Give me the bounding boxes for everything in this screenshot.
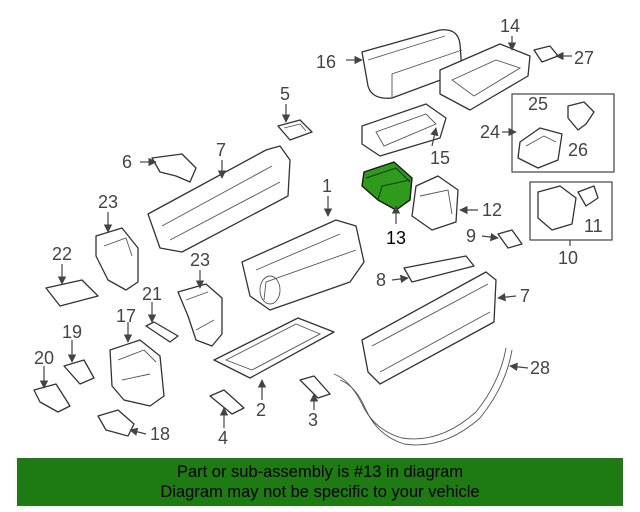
part-14-bezel[interactable] [439, 43, 531, 111]
part-28-harness[interactable] [333, 347, 513, 446]
part-9[interactable] [497, 229, 523, 249]
callout-1: 1 [322, 176, 332, 196]
callout-8: 8 [376, 270, 386, 290]
banner-line-part-info: Part or sub-assembly is #13 in diagram [176, 463, 464, 481]
callout-16: 16 [316, 52, 336, 72]
info-banner: Part or sub-assembly is #13 in diagram D… [17, 458, 623, 506]
part-13-highlighted[interactable] [361, 161, 413, 211]
part-25[interactable] [517, 127, 563, 169]
leader-lines [39, 36, 572, 436]
callout-9: 9 [466, 226, 476, 246]
part-7-right-panel[interactable] [361, 271, 497, 385]
part-23-right[interactable] [177, 283, 223, 347]
part-7-left-panel[interactable] [147, 145, 291, 253]
group-box-10 [529, 181, 613, 241]
part-4[interactable] [209, 389, 245, 415]
callout-19: 19 [62, 322, 82, 342]
callout-26: 26 [568, 140, 588, 160]
callout-4: 4 [218, 428, 228, 448]
part-22-pad[interactable] [45, 279, 99, 307]
callout-22: 22 [52, 244, 72, 264]
callout-18: 18 [150, 424, 170, 444]
part-15-tray[interactable] [361, 103, 447, 157]
part-3[interactable] [299, 375, 331, 399]
callout-labels: 16 14 27 5 15 6 7 1 13 12 9 10 11 23 22 … [34, 16, 603, 448]
part-17-assembly[interactable] [109, 339, 165, 407]
callout-24: 24 [480, 122, 500, 142]
callout-15: 15 [430, 148, 450, 168]
callout-11: 11 [584, 216, 603, 236]
callout-20: 20 [34, 348, 54, 368]
part-27[interactable] [533, 45, 559, 63]
callout-2: 2 [256, 400, 266, 420]
callout-3: 3 [308, 410, 318, 430]
callout-7-left: 7 [216, 140, 226, 160]
part-12-box[interactable] [411, 175, 459, 231]
part-23-left[interactable] [95, 227, 139, 291]
part-19[interactable] [63, 359, 95, 385]
part-18[interactable] [97, 409, 135, 437]
part-6-bracket[interactable] [151, 153, 197, 183]
part-2-bracket[interactable] [213, 317, 335, 379]
callout-7-right: 7 [520, 286, 530, 306]
part-8[interactable] [403, 255, 475, 283]
callout-5: 5 [280, 84, 290, 104]
part-21-strip[interactable] [145, 321, 179, 343]
callout-23-left: 23 [98, 192, 118, 212]
callout-6: 6 [122, 152, 132, 172]
callout-27: 27 [574, 48, 594, 68]
parts-diagram: 16 14 27 5 15 6 7 1 13 12 9 10 11 23 22 … [33, 16, 615, 448]
part-5[interactable] [277, 119, 313, 141]
callout-23-right: 23 [190, 250, 210, 270]
part-11[interactable] [577, 185, 599, 207]
part-1-console-body[interactable] [241, 219, 365, 311]
callout-28: 28 [530, 358, 550, 378]
callout-25: 25 [528, 94, 548, 114]
callout-14: 14 [500, 16, 520, 36]
callout-13: 13 [386, 228, 406, 248]
part-10-insert[interactable] [537, 185, 577, 231]
part-20[interactable] [33, 383, 71, 413]
callout-12: 12 [482, 200, 502, 220]
callout-17: 17 [116, 306, 136, 326]
callout-21: 21 [142, 284, 162, 304]
callout-10: 10 [558, 248, 578, 268]
part-26[interactable] [567, 101, 595, 131]
banner-line-disclaimer: Diagram may not be specific to your vehi… [160, 483, 480, 501]
